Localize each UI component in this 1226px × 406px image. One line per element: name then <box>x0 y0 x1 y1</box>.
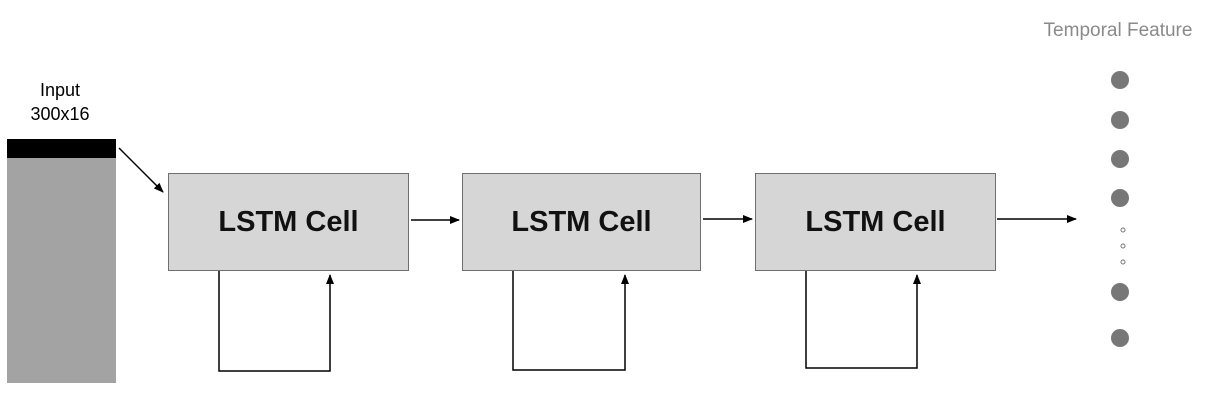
feature-node <box>1111 150 1129 168</box>
input-current-row <box>7 139 116 158</box>
feature-node <box>1111 283 1129 301</box>
temporal-feature-title: Temporal Feature <box>1043 20 1193 41</box>
recurrent-loop-1 <box>218 271 334 372</box>
feature-node <box>1111 111 1129 129</box>
input-sequence-block <box>7 139 116 383</box>
input-label-line2: 300x16 <box>30 104 90 124</box>
recurrent-loop-3 <box>805 271 921 369</box>
feature-node <box>1111 71 1129 89</box>
ellipsis-dot <box>1120 243 1126 249</box>
ellipsis-dot <box>1120 227 1126 233</box>
input-arrow <box>118 147 164 193</box>
feature-node <box>1111 189 1129 207</box>
input-label-line1: Input <box>39 80 81 100</box>
lstm-cell-3: LSTM Cell <box>755 173 996 271</box>
lstm-cell-1: LSTM Cell <box>168 173 409 271</box>
input-label: Input 300x16 <box>8 78 112 126</box>
feature-node <box>1111 329 1129 347</box>
lstm-cell-2: LSTM Cell <box>462 173 701 271</box>
ellipsis-dot <box>1120 259 1126 265</box>
recurrent-loop-2 <box>512 271 629 371</box>
